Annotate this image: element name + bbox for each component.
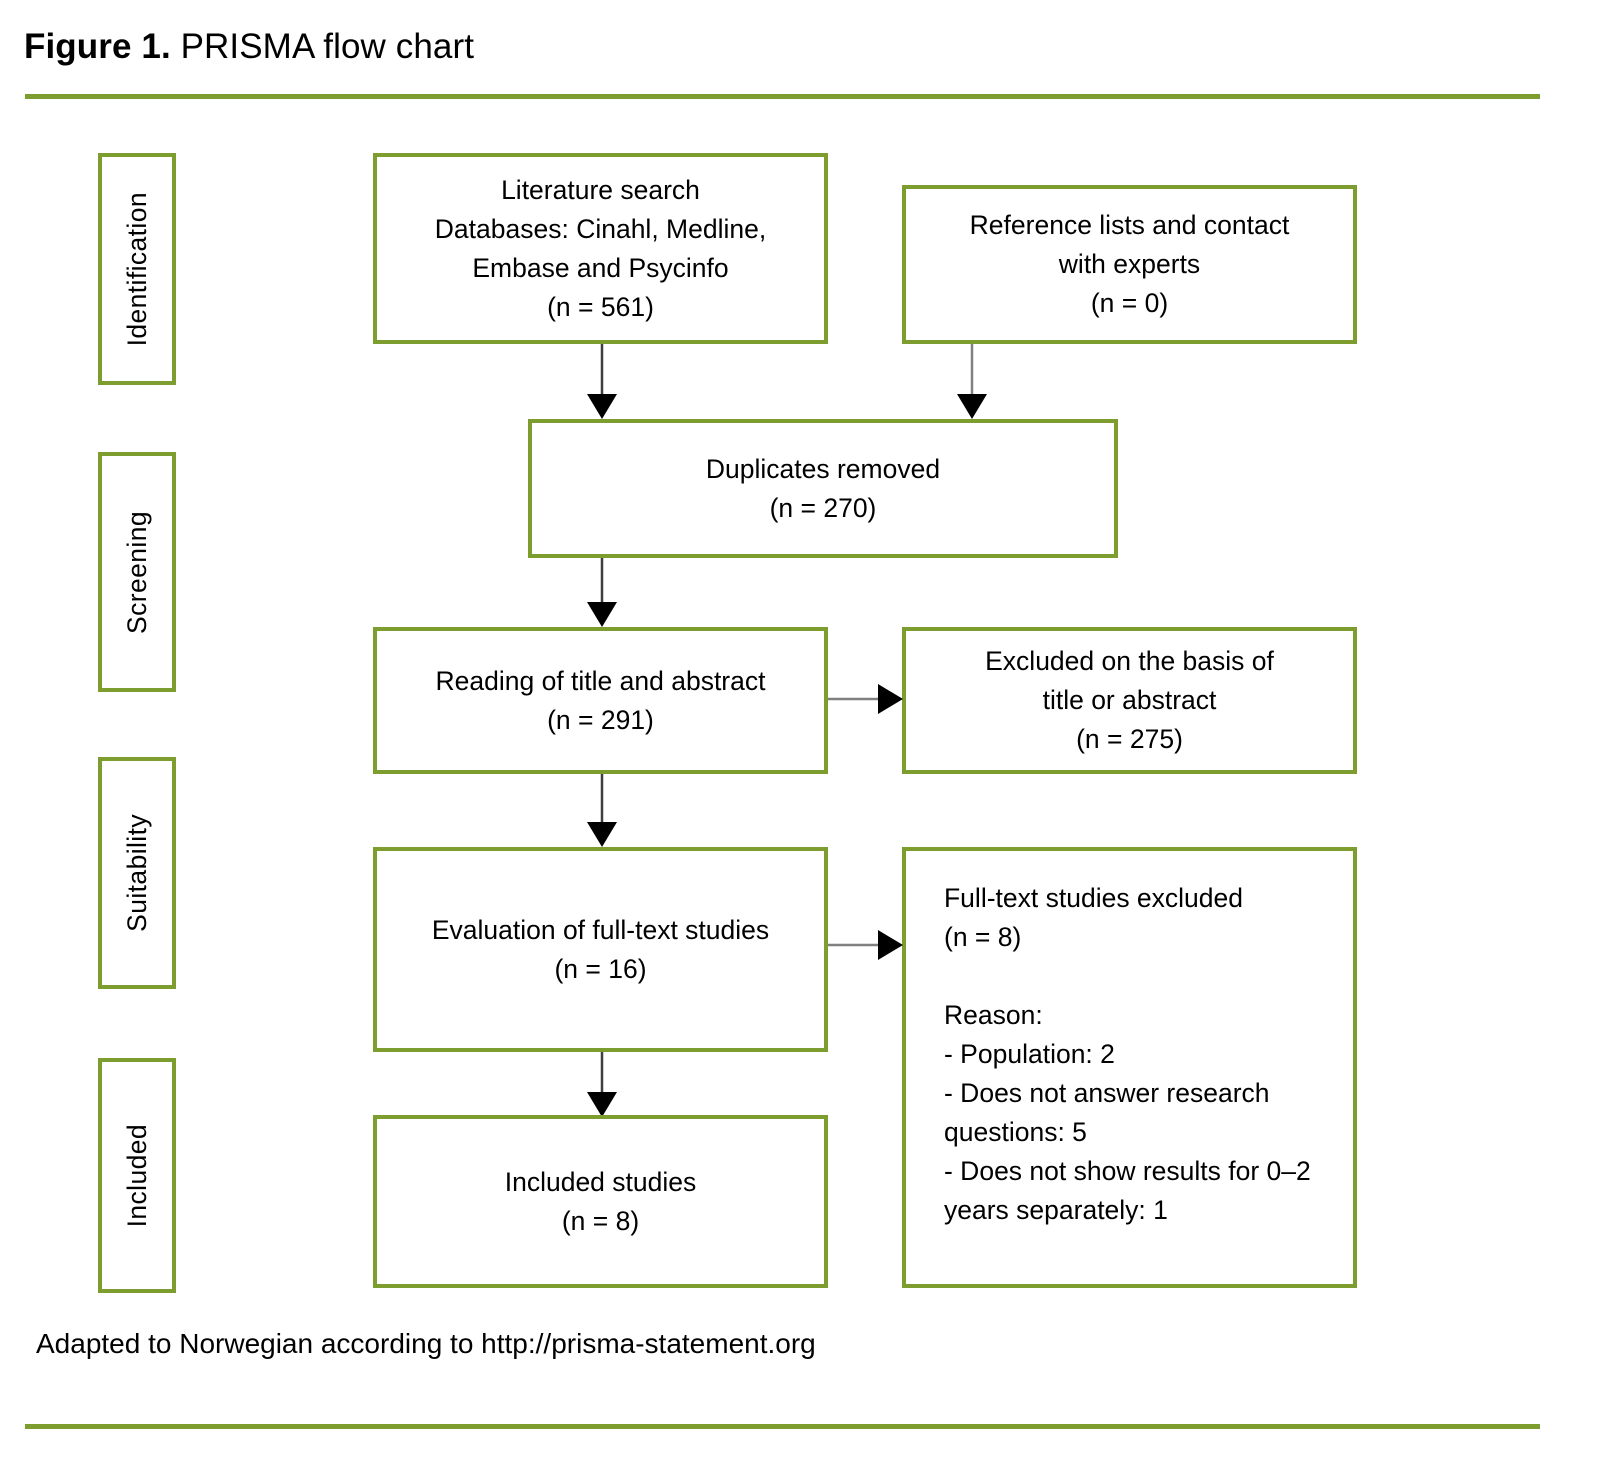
stage-label-included: Included [98,1058,176,1293]
node-excluded-title-abstract-text: Excluded on the basis of title or abstra… [985,646,1274,754]
node-fulltext-evaluation-text: Evaluation of full-text studies (n = 16) [431,914,770,984]
node-reference-lists: Reference lists and contact with experts… [902,185,1357,344]
node-literature-search-text: Literature search Databases: Cinahl, Med… [434,174,767,322]
stage-label-suitability: Suitability [98,757,176,989]
node-literature-search: Literature search Databases: Cinahl, Med… [373,153,828,344]
node-title-abstract-reading: Reading of title and abstract (n = 291) [373,627,828,774]
page-title: Figure 1. PRISMA flow chart [24,24,474,69]
stage-label-text: Included [121,1123,152,1228]
node-duplicates-removed-text: Duplicates removed (n = 270) [705,453,941,523]
stage-label-identification: Identification [98,153,176,385]
stage-label-text: Suitability [121,814,152,932]
top-divider [25,94,1540,99]
arrow-fulltext-to-included [585,1052,619,1118]
figure-title-text: PRISMA flow chart [180,27,475,66]
footnote: Adapted to Norwegian according to http:/… [36,1328,816,1359]
bottom-divider [25,1424,1540,1429]
arrow-duplicates-to-reading [585,558,619,628]
node-reference-lists-text: Reference lists and contact with experts… [969,210,1290,318]
node-excluded-title-abstract: Excluded on the basis of title or abstra… [902,627,1357,774]
arrow-references-to-duplicates [955,344,989,420]
node-fulltext-evaluation: Evaluation of full-text studies (n = 16) [373,847,828,1052]
arrow-fulltext-to-excluded [828,928,904,962]
figure-label: Figure 1. [24,27,171,66]
node-included-studies-text: Included studies (n = 8) [504,1166,697,1236]
stage-label-screening: Screening [98,452,176,692]
arrow-literature-to-duplicates [585,344,619,420]
stage-label-text: Identification [121,191,152,347]
stage-label-text: Screening [121,510,152,634]
node-included-studies: Included studies (n = 8) [373,1115,828,1288]
node-title-abstract-reading-text: Reading of title and abstract (n = 291) [435,665,766,735]
node-duplicates-removed: Duplicates removed (n = 270) [528,419,1118,558]
arrow-reading-to-excluded [828,682,904,716]
node-fulltext-excluded: Full-text studies excluded (n = 8) Reaso… [902,847,1357,1288]
node-fulltext-excluded-text: Full-text studies excluded (n = 8) Reaso… [944,883,1311,1225]
arrow-reading-to-fulltext [585,774,619,848]
